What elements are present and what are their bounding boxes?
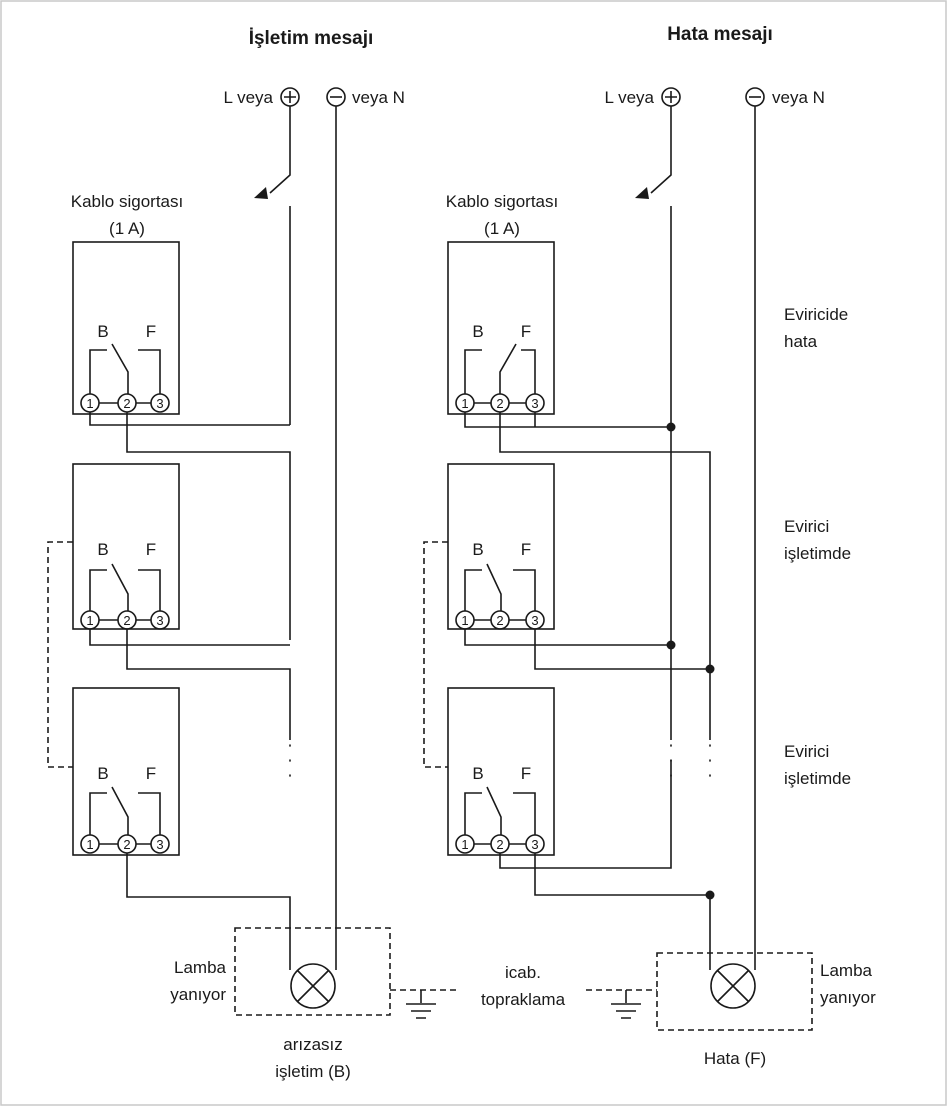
- right-panel-title: Hata mesajı: [667, 24, 773, 45]
- fuse-switch-icon: [635, 106, 672, 740]
- grounding-label-detail: topraklama: [481, 990, 566, 1009]
- contact-b-label: B: [472, 764, 483, 783]
- terminal-2: 2: [496, 837, 503, 852]
- state-label-operating: Evirici: [784, 517, 829, 536]
- left-lamp-label: Lamba: [174, 958, 227, 977]
- right-lamp-icon: [656, 952, 813, 1031]
- state-label-operating-detail: işletimde: [784, 769, 851, 788]
- contact-f-label: F: [146, 540, 156, 559]
- right-status-label: Hata (F): [704, 1049, 766, 1068]
- terminal-2: 2: [496, 396, 503, 411]
- contact-b-label: B: [472, 540, 483, 559]
- terminal-3: 3: [156, 837, 163, 852]
- contact-f-label: F: [521, 322, 531, 341]
- contact-b-label: B: [472, 322, 483, 341]
- right-supply-positive-label: L veya: [605, 88, 655, 107]
- relay-unit: B F 1 2 3: [72, 463, 180, 630]
- terminal-3: 3: [531, 837, 538, 852]
- minus-terminal-icon: [745, 87, 765, 107]
- terminal-1: 1: [461, 837, 468, 852]
- left-status-label: arızasız: [283, 1035, 343, 1054]
- left-series-wiring: [47, 412, 291, 958]
- ground-icon: [586, 989, 657, 1019]
- plus-terminal-icon: [280, 87, 300, 107]
- contact-f-label: F: [521, 540, 531, 559]
- terminal-3: 3: [156, 396, 163, 411]
- terminal-2: 2: [123, 396, 130, 411]
- fuse-switch-icon: [254, 106, 291, 425]
- left-lamp-icon: [234, 927, 391, 1016]
- right-fuse-rating: (1 A): [484, 219, 520, 238]
- contact-f-label: F: [146, 764, 156, 783]
- minus-terminal-icon: [326, 87, 346, 107]
- left-lamp-label-state: yanıyor: [170, 985, 226, 1004]
- terminal-3: 3: [531, 396, 538, 411]
- relay-unit: B F 1 2 3: [447, 463, 555, 630]
- contact-b-label: B: [97, 322, 108, 341]
- right-lamp-label: Lamba: [820, 961, 873, 980]
- left-fuse-rating: (1 A): [109, 219, 145, 238]
- terminal-1: 1: [86, 396, 93, 411]
- grounding-label: icab.: [505, 963, 541, 982]
- terminal-3: 3: [156, 613, 163, 628]
- relay-unit: B F 1 2 3: [447, 241, 555, 415]
- right-wiring: [423, 412, 715, 958]
- terminal-1: 1: [86, 613, 93, 628]
- relay-unit: B F 1 2 3: [447, 687, 555, 856]
- ground-icon: [390, 989, 457, 1019]
- contact-b-label: B: [97, 764, 108, 783]
- relay-unit: B F 1 2 3: [72, 241, 180, 415]
- right-fuse-label: Kablo sigortası: [446, 192, 558, 211]
- terminal-1: 1: [86, 837, 93, 852]
- left-supply-negative-label: veya N: [352, 88, 405, 107]
- left-supply-positive-label: L veya: [224, 88, 274, 107]
- plus-terminal-icon: [661, 87, 681, 107]
- terminal-3: 3: [531, 613, 538, 628]
- contact-b-label: B: [97, 540, 108, 559]
- state-label-operating-detail: işletimde: [784, 544, 851, 563]
- state-label-fault: Eviricide: [784, 305, 848, 324]
- contact-f-label: F: [146, 322, 156, 341]
- contact-f-label: F: [521, 764, 531, 783]
- right-supply-negative-label: veya N: [772, 88, 825, 107]
- state-label-operating: Evirici: [784, 742, 829, 761]
- left-panel-title: İşletim mesajı: [249, 28, 374, 49]
- right-lamp-label-state: yanıyor: [820, 988, 876, 1007]
- terminal-2: 2: [123, 837, 130, 852]
- terminal-1: 1: [461, 613, 468, 628]
- left-status-label-state: işletim (B): [275, 1062, 351, 1081]
- relay-unit: B F 1 2 3: [72, 687, 180, 856]
- terminal-2: 2: [123, 613, 130, 628]
- terminal-1: 1: [461, 396, 468, 411]
- terminal-2: 2: [496, 613, 503, 628]
- left-fuse-label: Kablo sigortası: [71, 192, 183, 211]
- state-label-fault-detail: hata: [784, 332, 818, 351]
